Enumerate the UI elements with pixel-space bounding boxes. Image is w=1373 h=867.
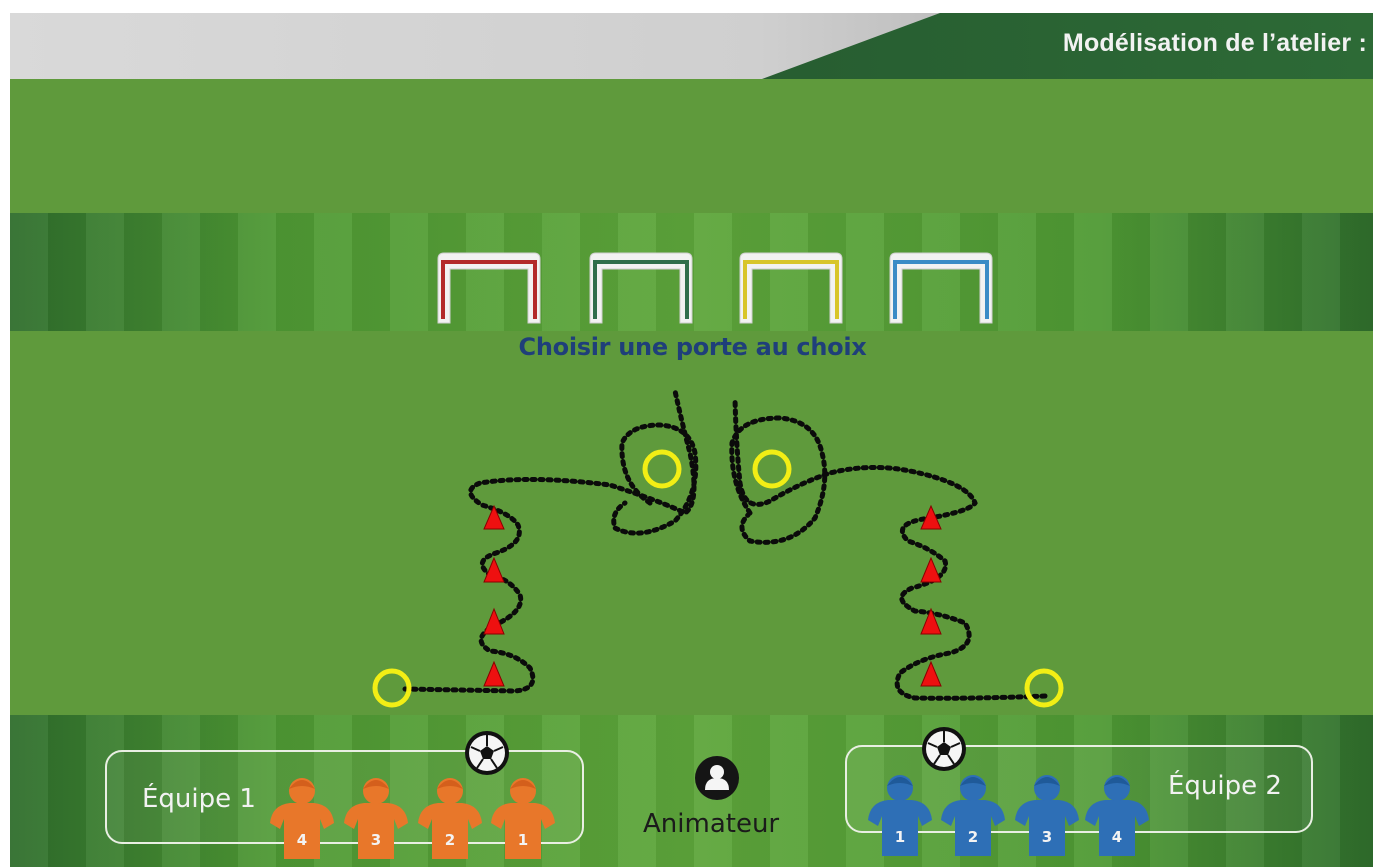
player-number: 3 [371, 831, 381, 849]
cone-icon [920, 504, 942, 530]
path-left [402, 388, 697, 694]
player-icon: 2 [941, 775, 1005, 856]
field-drawing: 4 3 2 1 1 2 3 4 [105, 252, 1313, 859]
cone-icon [920, 660, 942, 687]
goal-blue-icon [889, 252, 993, 324]
team-2-label: Équipe 2 [1168, 771, 1282, 801]
player-icon: 1 [491, 778, 555, 859]
player-number: 1 [518, 831, 528, 849]
player-number: 3 [1042, 828, 1052, 846]
cone-icon [920, 607, 942, 635]
cone-icon [483, 660, 505, 687]
player-number: 4 [1112, 828, 1122, 846]
player-icon: 2 [418, 778, 482, 859]
player-icon: 1 [868, 775, 932, 856]
path-left-loop [611, 422, 699, 536]
goal-yellow-icon [739, 252, 843, 324]
soccer-ball-icon [465, 731, 509, 775]
player-number: 2 [968, 828, 978, 846]
ring-icon [1024, 668, 1064, 708]
team-1-label: Équipe 1 [142, 784, 256, 814]
goal-green-icon [589, 252, 693, 324]
ring-icon [372, 668, 412, 708]
player-number: 2 [445, 831, 455, 849]
player-icon: 4 [1085, 775, 1149, 856]
player-icon: 3 [344, 778, 408, 859]
path-right-loop [729, 415, 828, 545]
page-title: Modélisation de l’atelier : [1062, 29, 1367, 57]
instruction-text: Choisir une porte au choix [518, 333, 867, 361]
person-icon [695, 756, 739, 800]
soccer-ball-icon [922, 727, 966, 771]
player-icon: 3 [1015, 775, 1079, 856]
player-icon: 4 [270, 778, 334, 859]
teams-band [10, 715, 1373, 867]
player-number: 4 [297, 831, 307, 849]
ring-icon [642, 449, 682, 489]
cone-icon [483, 556, 505, 583]
cone-icon [483, 607, 505, 635]
ring-icon [752, 449, 792, 489]
workshop-diagram: Modélisation de l’atelier : [10, 13, 1373, 867]
animateur-label: Animateur [643, 809, 780, 839]
cone-icon [483, 504, 505, 530]
player-number: 1 [895, 828, 905, 846]
cone-icon [920, 556, 942, 583]
path-right [732, 395, 1048, 701]
goal-red-icon [437, 252, 541, 324]
